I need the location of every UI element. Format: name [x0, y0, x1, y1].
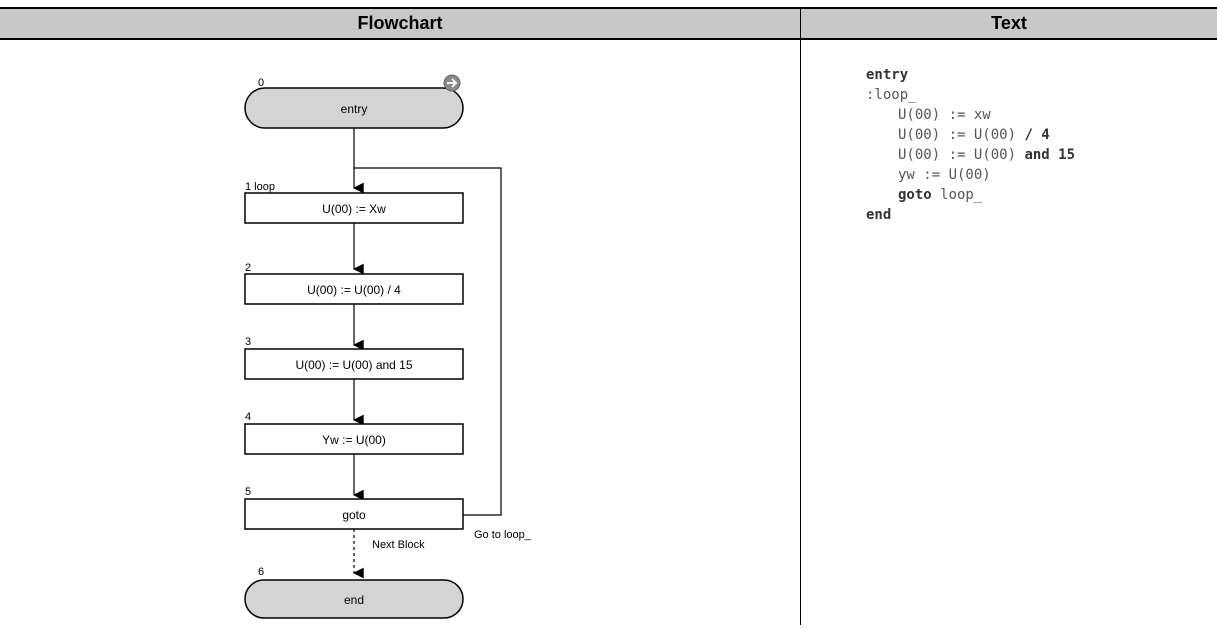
step-number-3: 3 — [245, 336, 251, 348]
code-statement: U(00) := U(00) — [898, 147, 1025, 163]
code-statement: U(00) := xw — [898, 107, 991, 123]
entry-label: entry — [341, 102, 368, 116]
block-4[interactable] — [244, 423, 464, 455]
step-number-0: 0 — [258, 77, 264, 89]
block-1[interactable] — [244, 192, 464, 224]
step-number-1: 1 loop — [245, 181, 275, 193]
flowchart-panel: 0 entry 1 loop U(00) := Xw 2 U(00) := U(… — [0, 40, 800, 625]
code-keyword: entry — [866, 67, 909, 83]
code-keyword: end — [866, 207, 892, 223]
code-text: entry :loop_ U(00) := xw U(00) := U(00) … — [866, 65, 1196, 225]
step-number-5: 5 — [245, 486, 251, 498]
table-header: Flowchart Text — [0, 7, 1217, 40]
block-4-label: Yw := U(00) — [322, 433, 386, 447]
flowchart-column-header: Flowchart — [357, 13, 443, 33]
code-statement: U(00) := U(00) — [898, 127, 1025, 143]
block-2-label: U(00) := U(00) / 4 — [307, 283, 401, 297]
block-5-label: goto — [342, 508, 366, 522]
code-line: U(00) := xw — [866, 105, 1196, 125]
code-line: entry — [866, 65, 1196, 85]
code-label-ref: loop_ — [931, 187, 983, 203]
code-line: goto loop_ — [866, 185, 1196, 205]
code-line: U(00) := U(00) and 15 — [866, 145, 1196, 165]
comparison-table: Flowchart Text 0 entry 1 loop — [0, 7, 1217, 625]
step-number-4: 4 — [245, 411, 251, 423]
block-1-label: U(00) := Xw — [322, 202, 386, 216]
code-operator: / 4 — [1024, 127, 1050, 143]
flowchart-diagram: 0 entry 1 loop U(00) := Xw 2 U(00) := U(… — [244, 74, 532, 619]
goto-label: Go to loop_ — [474, 529, 532, 541]
code-statement: yw := U(00) — [898, 167, 991, 183]
code-label: :loop_ — [866, 87, 917, 103]
loop-back-line — [354, 167, 502, 516]
code-keyword: goto — [898, 187, 932, 203]
end-label: end — [344, 593, 364, 607]
code-line: :loop_ — [866, 85, 1196, 105]
end-terminal[interactable] — [244, 579, 464, 619]
block-3-label: U(00) := U(00) and 15 — [295, 358, 412, 372]
text-column-header: Text — [991, 13, 1027, 33]
column-divider — [800, 7, 801, 625]
next-block-label: Next Block — [372, 539, 425, 551]
code-line: end — [866, 205, 1196, 225]
code-line: yw := U(00) — [866, 165, 1196, 185]
code-operator: and 15 — [1024, 147, 1076, 163]
step-number-6: 6 — [258, 566, 264, 578]
arrow-circle-icon — [443, 74, 461, 92]
code-line: U(00) := U(00) / 4 — [866, 125, 1196, 145]
step-number-2: 2 — [245, 262, 251, 274]
